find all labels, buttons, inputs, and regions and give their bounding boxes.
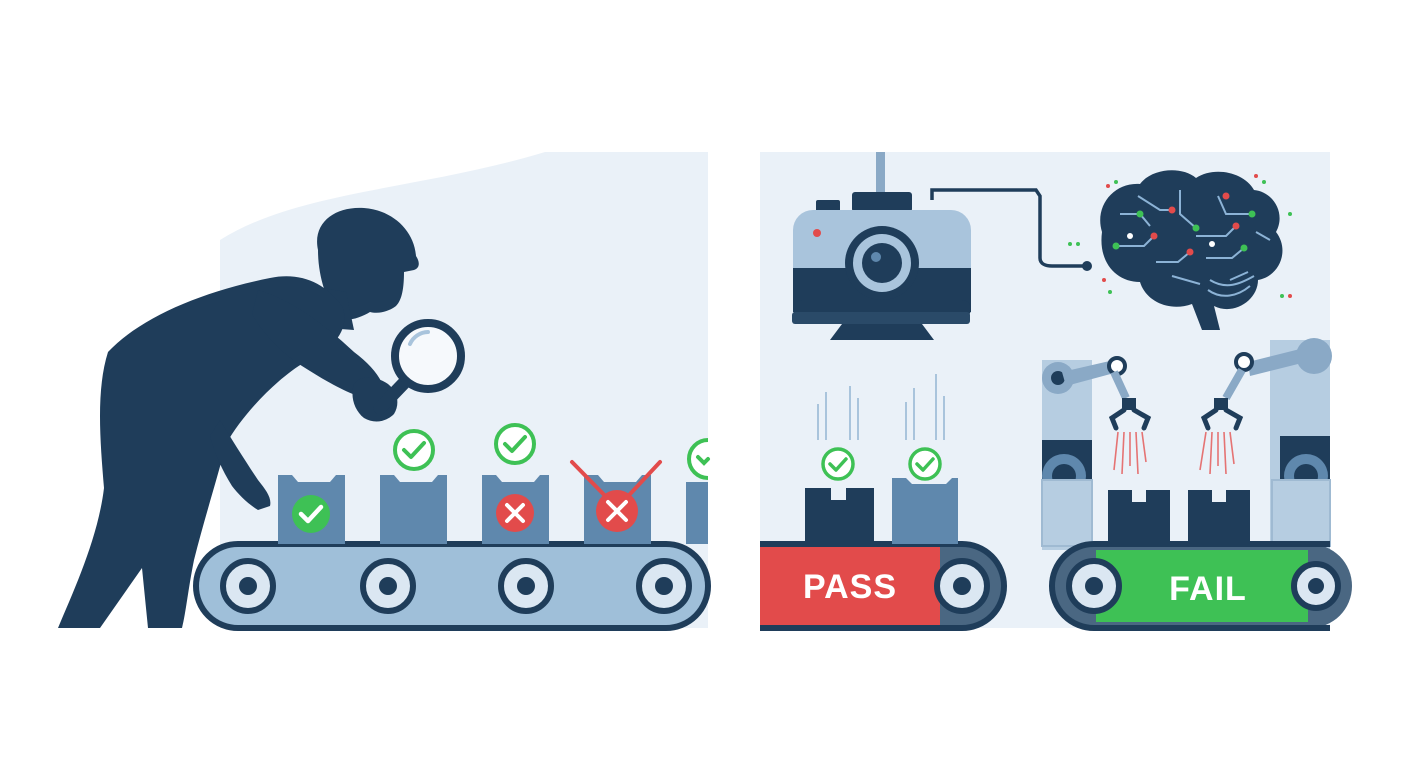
robotic-arms <box>1041 338 1332 552</box>
product-box-pass <box>805 386 874 544</box>
product-box-fail <box>570 460 662 544</box>
motion-lines <box>905 374 945 440</box>
check-icon <box>687 438 710 480</box>
check-icon <box>292 495 330 533</box>
product-box-pass <box>380 429 447 544</box>
motion-lines <box>817 386 859 440</box>
belt-roller-icon <box>1066 558 1122 614</box>
neural-node-dots <box>1112 192 1256 256</box>
human-inspector-silhouette <box>58 207 419 628</box>
belt-roller-icon <box>934 558 990 614</box>
automated-inspection-panel: PASS <box>760 152 1352 631</box>
belt-roller-icon <box>636 558 692 614</box>
fail-label: FAIL <box>1169 570 1247 608</box>
cross-icon <box>496 494 534 532</box>
data-cable <box>930 188 1086 268</box>
manual-inspection-panel <box>58 152 711 631</box>
pass-conveyor-belt: PASS <box>760 541 1007 631</box>
check-icon <box>821 447 855 481</box>
pass-label: PASS <box>803 568 897 606</box>
cross-icon <box>596 490 638 532</box>
gripper-claw-icon <box>1200 398 1244 431</box>
ai-brain-icon <box>1068 170 1292 330</box>
data-particles <box>1068 174 1292 298</box>
left-conveyor-belt <box>193 541 711 631</box>
check-icon <box>393 429 435 471</box>
check-icon <box>908 447 942 481</box>
gripper-claw-icon <box>1108 398 1152 431</box>
product-box <box>1188 490 1250 544</box>
laser-scan-beams <box>1113 431 1235 475</box>
magnifying-glass-icon <box>373 319 465 415</box>
product-box-fail <box>482 423 549 544</box>
product-box-pass <box>892 374 958 544</box>
check-icon <box>494 423 536 465</box>
product-box <box>1108 490 1170 544</box>
belt-roller-icon <box>498 558 554 614</box>
camera-icon <box>792 152 971 340</box>
fail-conveyor-belt: FAIL <box>1049 541 1352 631</box>
belt-roller-icon <box>220 558 276 614</box>
belt-roller-icon <box>360 558 416 614</box>
product-box-pass <box>686 438 710 544</box>
product-box-pass <box>278 475 345 544</box>
belt-roller-icon <box>1291 561 1341 611</box>
